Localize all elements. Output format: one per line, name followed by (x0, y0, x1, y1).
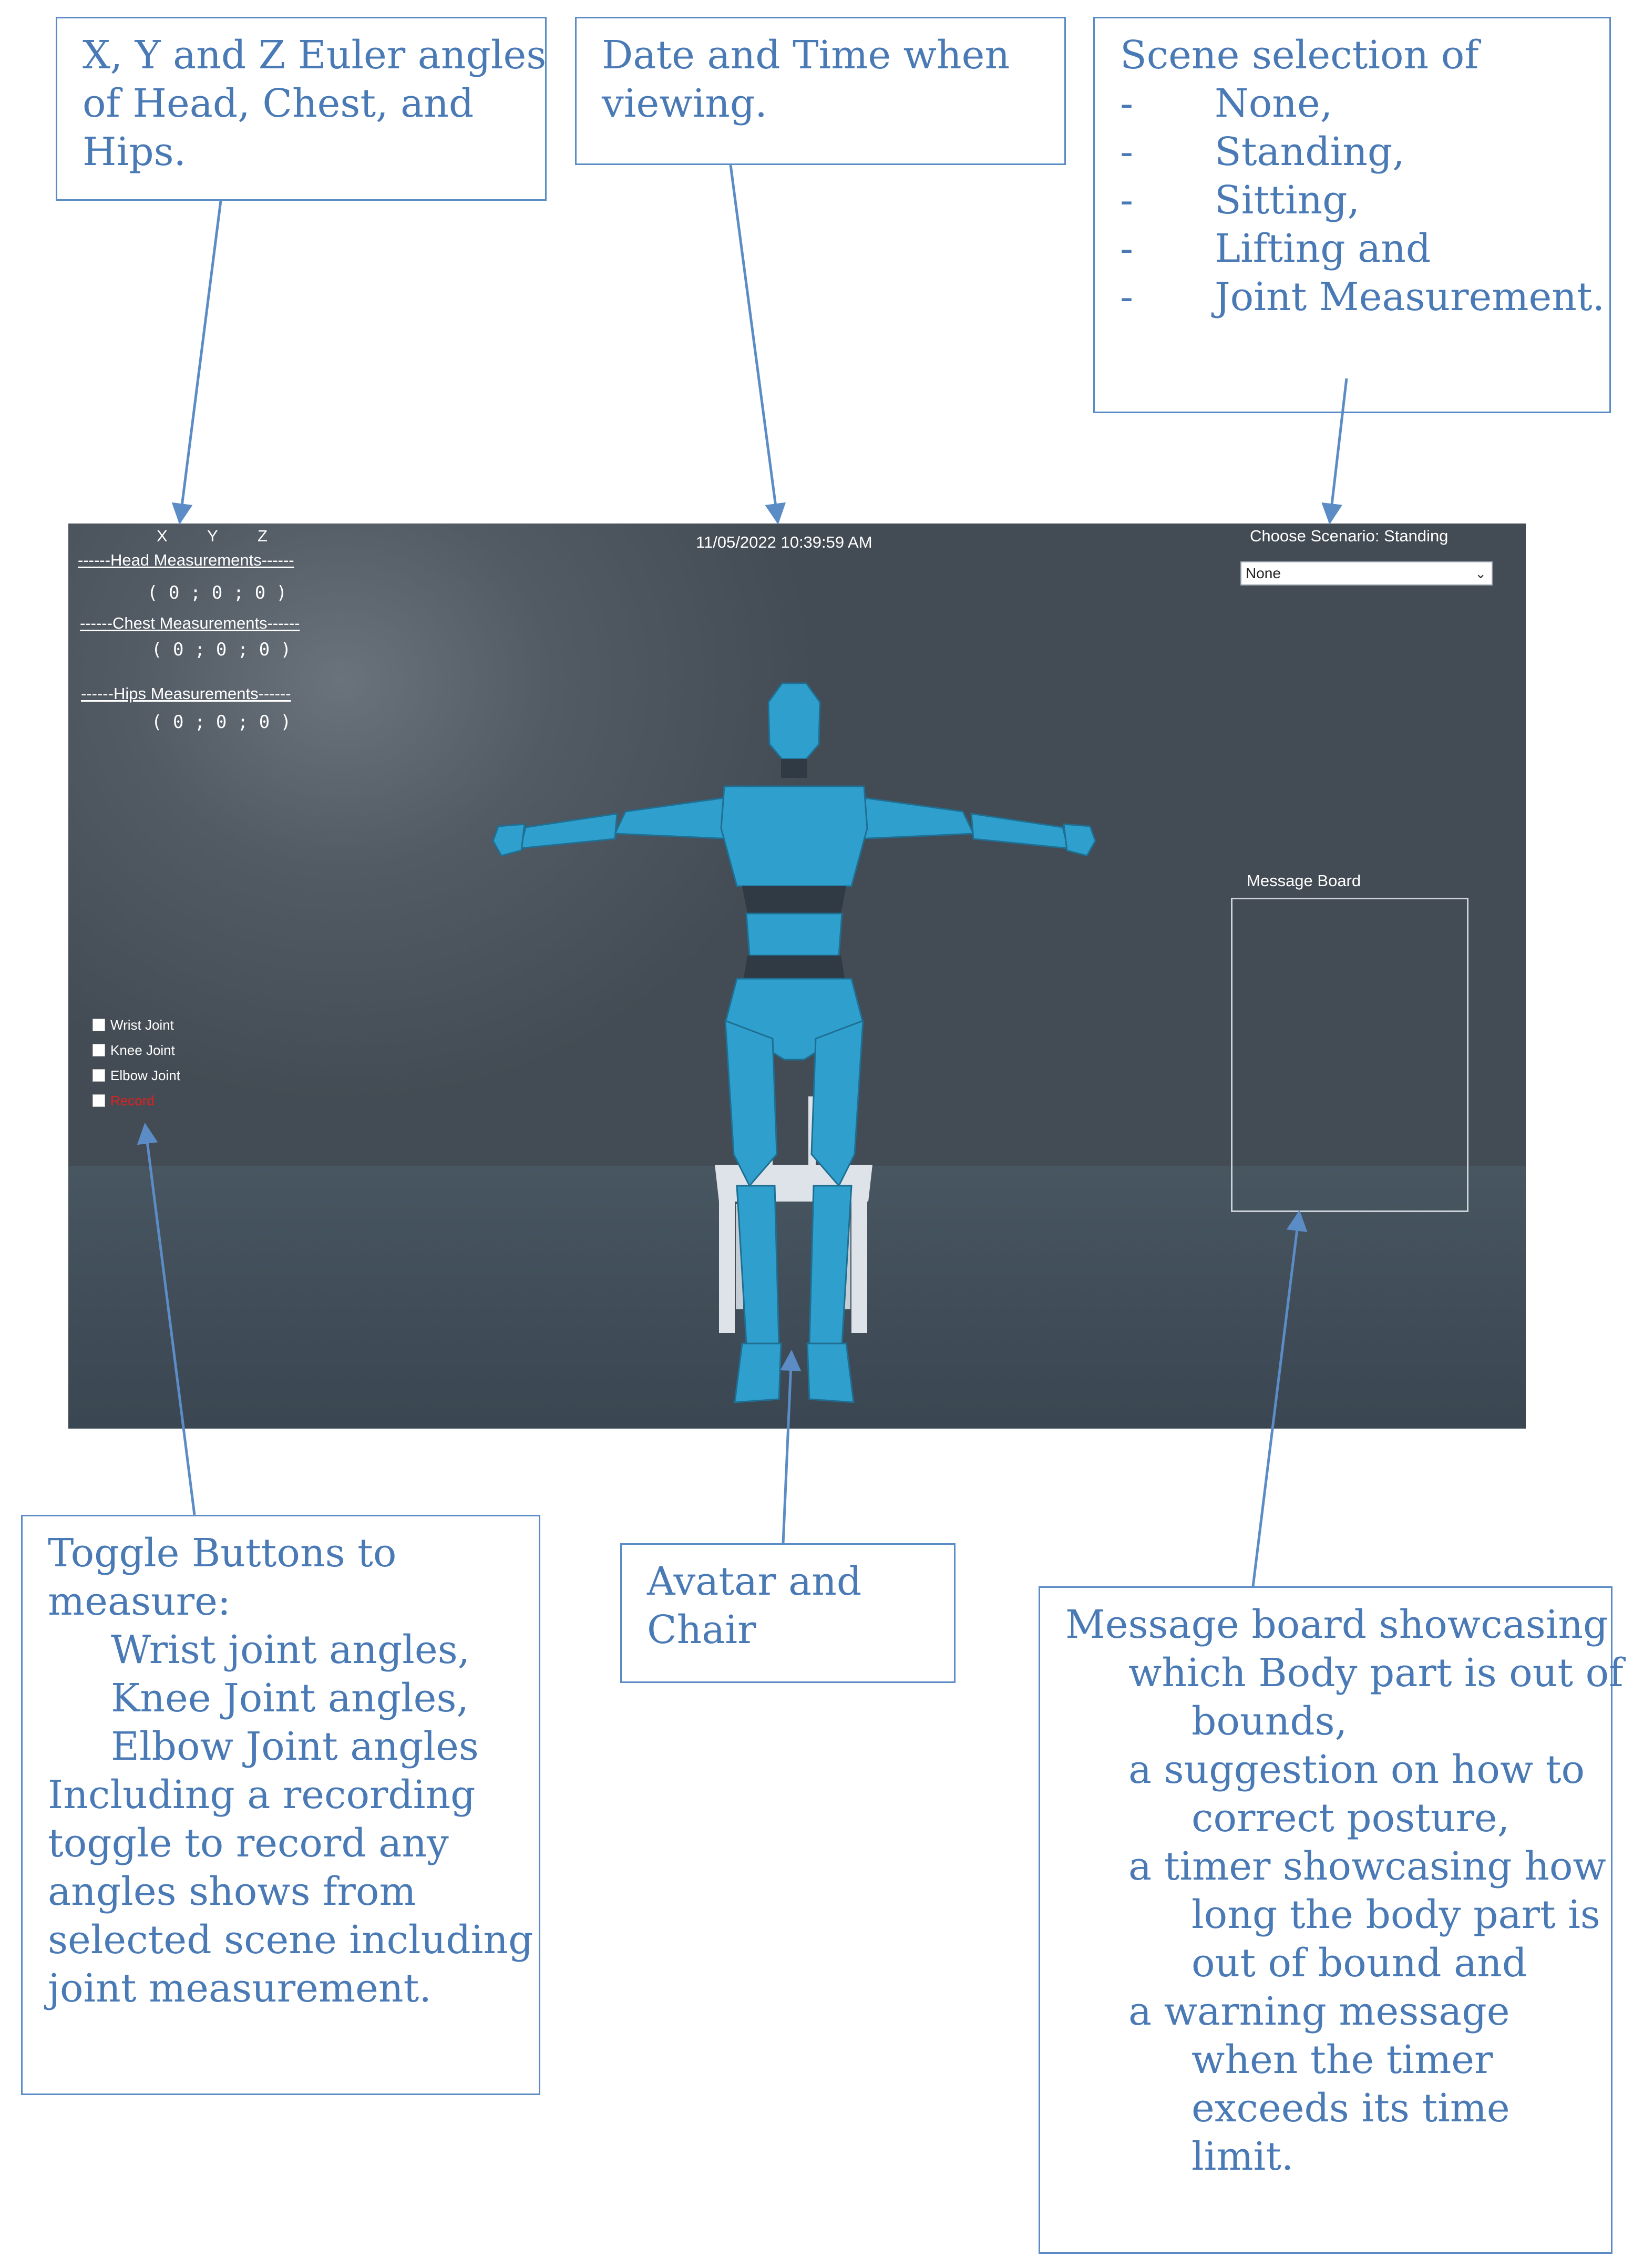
callout-line: Date and Time when (602, 33, 1010, 78)
euler-angles-callout: X, Y and Z Euler angles of Head, Chest, … (56, 17, 547, 201)
callout-line: long the body part is (1192, 1892, 1600, 1937)
avatar-foot-left (734, 1342, 782, 1403)
callout-line: toggle to record any (48, 1821, 449, 1866)
scenario-label: Choose Scenario: Standing (1250, 527, 1449, 545)
callout-line: Wrist joint angles, (111, 1627, 470, 1672)
callout-line: angles shows from (48, 1869, 416, 1914)
scene-item: -None, (1120, 81, 1333, 126)
avatar-chest (720, 785, 868, 887)
arrow-scene (1321, 378, 1348, 525)
callout-line: a suggestion on how to (1128, 1747, 1585, 1792)
callout-line: Including a recording (48, 1772, 476, 1818)
callout-line: a warning message (1128, 1989, 1510, 2034)
callout-line: Knee Joint angles, (111, 1676, 469, 1721)
scenario-dropdown[interactable]: None ⌄ (1240, 561, 1493, 586)
toggle-knee-joint[interactable]: Knee Joint (93, 1041, 175, 1060)
app-viewport: X Y Z ------Head Measurements------ ( 0 … (68, 524, 1526, 1429)
toggle-buttons-callout: Toggle Buttons to measure: Wrist joint a… (21, 1515, 540, 2095)
callout-line: exceeds its time (1192, 2086, 1510, 2131)
axis-z-header: Z (258, 527, 268, 545)
toggle-checkbox[interactable] (93, 1044, 105, 1056)
scene-item: -Standing, (1120, 129, 1405, 175)
avatar-figure (492, 682, 1096, 1403)
toggle-elbow-joint[interactable]: Elbow Joint (93, 1066, 180, 1085)
avatar-hand-left (492, 823, 526, 857)
datetime-callout: Date and Time when viewing. (575, 17, 1066, 165)
scenario-selected-value: None (1246, 565, 1281, 581)
callout-line: Chair (647, 1607, 756, 1653)
message-board-callout: Message board showcasing which Body part… (1039, 1586, 1624, 2254)
axis-x-header: X (157, 527, 168, 545)
toggle-label: Knee Joint (110, 1042, 175, 1058)
avatar-neck (781, 759, 807, 778)
toggle-checkbox[interactable] (93, 1094, 105, 1107)
datetime-display: 11/05/2022 10:39:59 AM (696, 533, 872, 551)
callout-line: joint measurement. (48, 1966, 432, 2011)
callout-line: of Head, Chest, and (83, 81, 474, 126)
callout-line: selected scene including (48, 1917, 533, 1963)
callout-line: Hips. (83, 129, 187, 175)
message-board (1231, 898, 1468, 1212)
avatar-waist (742, 886, 846, 914)
callout-line: Scene selection of (1120, 33, 1479, 78)
axis-y-header: Y (207, 527, 218, 545)
chest-measurements-label: ------Chest Measurements------ (80, 614, 300, 632)
callout-line: Message board showcasing (1065, 1602, 1608, 1647)
toggle-label: Elbow Joint (110, 1067, 180, 1083)
toggle-checkbox[interactable] (93, 1069, 105, 1082)
callout-line: out of bound and (1192, 1941, 1527, 1986)
callout-line: Avatar and (647, 1559, 862, 1604)
callout-line: measure: (48, 1579, 231, 1624)
callout-line: bounds, (1192, 1699, 1348, 1744)
avatar-hand-right (1063, 823, 1096, 857)
avatar-thigh-left (724, 1019, 778, 1187)
hips-measurements-label: ------Hips Measurements------ (81, 684, 291, 703)
chest-measurements-values: ( 0 ; 0 ; 0 ) (151, 639, 292, 660)
callout-line: X, Y and Z Euler angles (83, 33, 547, 78)
scene-item: -Lifting and (1120, 226, 1431, 271)
chevron-down-icon: ⌄ (1475, 566, 1486, 581)
callout-line: when the timer (1192, 2037, 1493, 2082)
avatar-thigh-right (810, 1019, 864, 1187)
callout-line: a timer showcasing how (1128, 1844, 1606, 1889)
arrow-datetime (729, 165, 786, 525)
avatar-chair-callout: Avatar and Chair (620, 1543, 956, 1683)
callout-line: limit. (1192, 2134, 1294, 2179)
toggle-label: Record (110, 1092, 155, 1109)
scene-item: -Joint Measurement. (1120, 274, 1605, 320)
callout-line: viewing. (602, 81, 767, 126)
scene-selection-callout: Scene selection of -None, -Standing, -Si… (1093, 17, 1611, 413)
scene-item: -Sitting, (1120, 178, 1360, 223)
toggle-wrist-joint[interactable]: Wrist Joint (93, 1015, 174, 1034)
arrow-message-board (1251, 1210, 1308, 1587)
hips-measurements-values: ( 0 ; 0 ; 0 ) (151, 712, 292, 733)
message-board-label: Message Board (1247, 871, 1361, 890)
callout-line: correct posture, (1192, 1795, 1510, 1841)
head-measurements-label: ------Head Measurements------ (78, 551, 294, 569)
callout-line: which Body part is out of (1128, 1650, 1624, 1696)
avatar-and-chair (492, 682, 1096, 1403)
callout-line: Toggle Buttons to (48, 1531, 397, 1576)
head-measurements-values: ( 0 ; 0 ; 0 ) (147, 582, 287, 603)
chair-leg (719, 1202, 735, 1333)
avatar-foot-right (806, 1342, 855, 1403)
arrow-avatar (780, 1350, 802, 1544)
chair-leg (851, 1202, 867, 1333)
toggle-record[interactable]: Record (93, 1091, 155, 1110)
toggle-checkbox[interactable] (93, 1019, 105, 1031)
callout-line: Elbow Joint angles (111, 1724, 479, 1769)
floor (68, 1166, 1526, 1429)
arrow-toggles (137, 1123, 196, 1515)
toggle-label: Wrist Joint (110, 1017, 174, 1033)
arrow-euler (171, 200, 222, 525)
